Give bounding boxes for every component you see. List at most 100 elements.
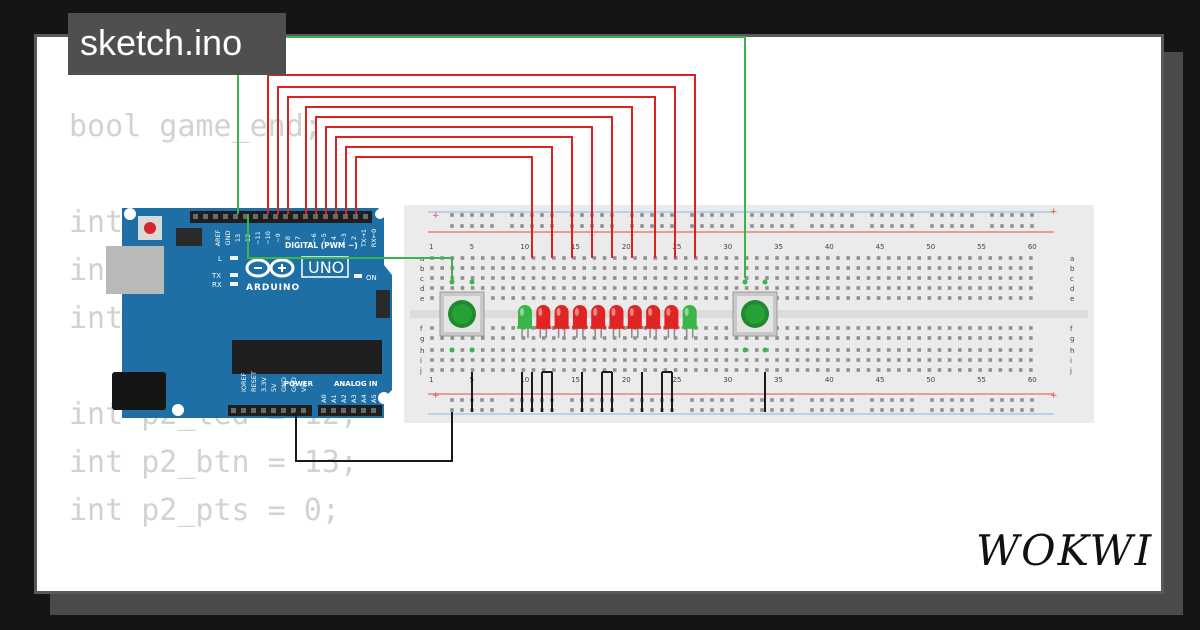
row-letter: g: [1070, 335, 1074, 343]
digital-pin-label: 7: [294, 236, 302, 240]
led-wire: [345, 146, 553, 258]
rail-plus-label: +: [432, 211, 440, 221]
led-wire: [287, 96, 656, 258]
digital-header-label: DIGITAL (PWM ~): [285, 241, 358, 250]
column-number: 35: [774, 243, 783, 251]
digital-pin-label: RX←0: [370, 229, 378, 248]
led-red: [663, 305, 680, 338]
led-red: [553, 305, 570, 338]
p1-button[interactable]: [439, 291, 485, 337]
column-number: 5: [470, 243, 474, 251]
column-number: 60: [1028, 243, 1037, 251]
row-letter: i: [420, 357, 422, 365]
led-wire: [325, 126, 593, 258]
column-number: 20: [622, 376, 631, 384]
digital-pin-label: GND: [224, 231, 232, 246]
digital-pin-label: AREF: [214, 229, 222, 246]
column-number: 20: [622, 243, 631, 251]
column-number: 1: [429, 243, 433, 251]
arduino-logo-text: ARDUINO: [246, 283, 300, 293]
rail-plus-label-bottom: +: [432, 391, 440, 401]
column-number: 45: [876, 243, 885, 251]
led-row: [449, 279, 768, 353]
digital-pin-label: ~9: [274, 233, 282, 243]
row-letter: h: [1070, 347, 1074, 355]
column-number: 45: [876, 376, 885, 384]
row-letter: b: [420, 265, 425, 273]
power-pin-label: Vin: [300, 382, 308, 392]
column-number: 55: [977, 376, 986, 384]
row-letter: j: [1069, 367, 1072, 375]
led-wire: [277, 86, 676, 258]
digital-pin-label: TX→1: [360, 229, 368, 248]
analog-pin-label: A2: [340, 394, 348, 403]
row-letter: j: [419, 367, 422, 375]
led-red: [590, 305, 607, 338]
led-red: [626, 305, 643, 338]
column-number: 30: [723, 243, 732, 251]
column-number: 35: [774, 376, 783, 384]
p2-button-wire: [237, 36, 746, 278]
gnd-wire: [295, 412, 453, 462]
sketch-tab[interactable]: sketch.ino: [68, 13, 286, 75]
rx-label: RX: [212, 281, 222, 289]
digital-pin-label: 8: [284, 236, 292, 240]
digital-pin-label: ~11: [254, 231, 262, 245]
p1-button-wire: [247, 214, 453, 282]
l-led-label: L: [218, 255, 222, 263]
row-letter: e: [420, 295, 424, 303]
column-number: 25: [673, 243, 682, 251]
column-number: 1: [429, 376, 433, 384]
analog-pin-label: A4: [360, 394, 368, 403]
row-letter: d: [420, 285, 424, 293]
column-number: 10: [520, 376, 529, 384]
column-number: 15: [571, 376, 580, 384]
row-letter: c: [1070, 275, 1074, 283]
wires: [237, 36, 766, 462]
analog-pin-label: A0: [320, 394, 328, 403]
rail-plus-label-right: +: [1050, 207, 1058, 217]
row-letter: c: [420, 275, 424, 283]
led-wire: [335, 136, 573, 258]
column-number: 50: [926, 376, 935, 384]
tx-label: TX: [211, 272, 221, 280]
p2-button[interactable]: [732, 291, 778, 337]
row-letter: f: [1070, 325, 1073, 333]
led-green: [681, 305, 698, 338]
power-pin-label: GND: [290, 377, 298, 392]
column-number: 10: [520, 243, 529, 251]
power-pin-label: 3.3V: [260, 377, 268, 392]
atmega-chip: [232, 340, 382, 374]
column-number: 15: [571, 243, 580, 251]
row-letter: g: [420, 335, 424, 343]
column-number: 50: [926, 243, 935, 251]
digital-pin-label: ~5: [320, 233, 328, 243]
wokwi-logo: WOKWI: [976, 526, 1154, 575]
power-label: POWER: [284, 380, 314, 388]
column-number: 30: [723, 376, 732, 384]
led-red: [571, 305, 588, 338]
led-red: [608, 305, 625, 338]
row-letter: a: [1070, 255, 1074, 263]
icsp-header-right: [376, 290, 390, 318]
digital-pin-label: 2: [350, 236, 358, 240]
row-letter: e: [1070, 295, 1074, 303]
icsp-header: [176, 228, 202, 246]
analog-pin-label: A5: [370, 394, 378, 403]
rail-plus-label-bottom-right: +: [1050, 391, 1058, 401]
power-jack: [112, 372, 166, 410]
analog-pin-label: A3: [350, 394, 358, 403]
led-wire: [305, 106, 633, 258]
column-number: 40: [825, 243, 834, 251]
power-pin-label: GND: [280, 377, 288, 392]
row-letter: b: [1070, 265, 1075, 273]
on-label: ON: [366, 274, 377, 282]
column-number: 60: [1028, 376, 1037, 384]
analog-label: ANALOG IN: [334, 380, 378, 388]
row-letter: d: [1070, 285, 1074, 293]
digital-pin-label: ~6: [310, 233, 318, 243]
digital-pin-label: 13: [234, 234, 242, 242]
row-letter: i: [1070, 357, 1072, 365]
column-number: 40: [825, 376, 834, 384]
